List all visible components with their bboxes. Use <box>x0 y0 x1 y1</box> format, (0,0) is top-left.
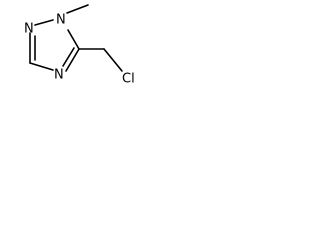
atom-label-n1: N <box>56 13 66 28</box>
atom-label-n2: N <box>24 22 34 37</box>
bond-n4-c5 <box>65 48 80 72</box>
bond-c5-n1 <box>67 29 80 50</box>
bond-n4-c5-inner <box>62 47 75 67</box>
structural-formula-diagram: N N N Cl <box>24 4 135 87</box>
bond-n1-methyl <box>66 4 89 14</box>
bond-n1-n2 <box>34 19 54 26</box>
atom-label-n4: N <box>54 68 64 83</box>
bond-c3-n4 <box>29 62 54 71</box>
bond-ch2-cl <box>103 48 123 72</box>
atom-label-cl: Cl <box>122 72 135 87</box>
